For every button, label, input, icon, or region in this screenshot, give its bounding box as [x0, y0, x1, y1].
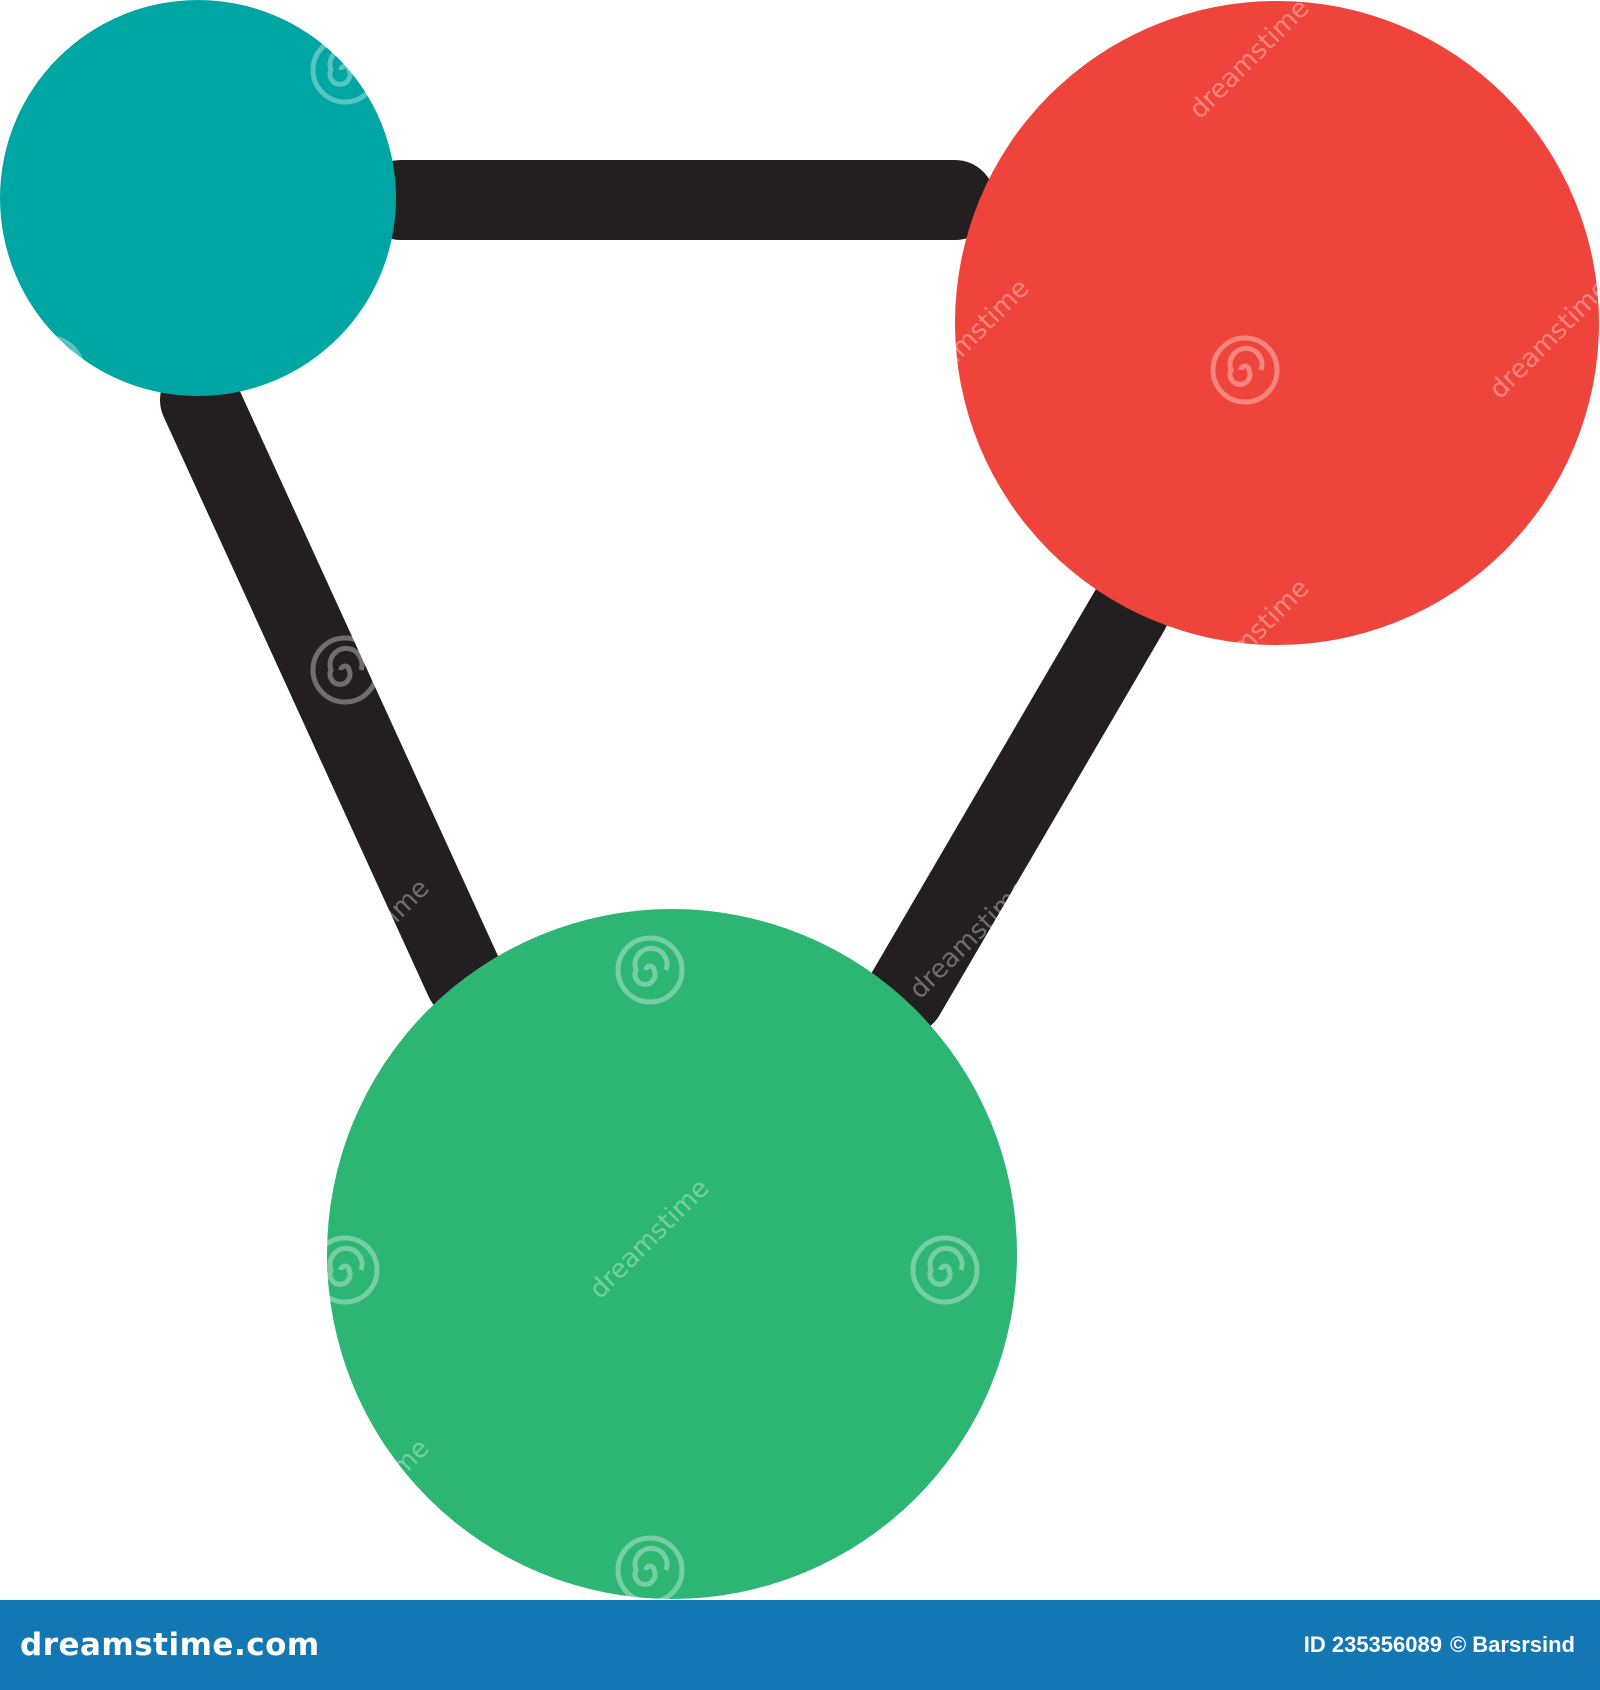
watermark-swirl-icon — [910, 1235, 980, 1305]
watermark-swirl-icon — [1510, 1235, 1580, 1305]
footer-credit: ID 235356089 © Barsrsind — [1304, 1632, 1575, 1658]
watermark-swirl-icon — [910, 635, 980, 705]
watermark-swirl-icon — [15, 935, 85, 1005]
network-graph-illustration: dreamstime dreamstime dreamstime dreamstime… — [0, 0, 1600, 1600]
watermark-swirl-icon — [15, 335, 85, 405]
image-author: © Barsrsind — [1449, 1632, 1575, 1657]
watermark-swirl-icon — [1510, 635, 1580, 705]
watermark-swirl-icon — [1210, 1535, 1280, 1600]
watermark-swirl-icon — [615, 335, 685, 405]
watermark-swirl-icon — [1210, 935, 1280, 1005]
footer-brand[interactable]: dreamstime.com — [20, 1627, 320, 1663]
image-id: ID 235356089 — [1303, 1632, 1442, 1657]
watermark-text: dreamstime — [584, 573, 716, 705]
watermark-text: dreamstime — [34, 1173, 166, 1305]
watermark-swirl-icon — [1210, 335, 1280, 405]
watermark-swirl-icon — [310, 1235, 380, 1305]
watermark-text: dreamstime — [1484, 873, 1600, 1005]
watermark-swirl-icon — [15, 1535, 85, 1600]
edge-red-green — [865, 570, 1170, 1035]
watermark-text: dreamstime — [1184, 1173, 1316, 1305]
watermark-swirl-icon — [615, 1535, 685, 1600]
watermark-swirl-icon — [615, 935, 685, 1005]
watermark-swirl-icon — [1510, 35, 1580, 105]
watermark-text: dreamstime — [34, 573, 166, 705]
teal-node — [0, 0, 396, 396]
red-node — [955, 1, 1599, 645]
watermark-text: dreamstime — [304, 1433, 436, 1565]
green-node — [327, 909, 1017, 1599]
footer-bar: dreamstime.com ID 235356089 © Barsrsind — [0, 1600, 1600, 1690]
watermark-text: dreamstime — [584, 0, 716, 125]
watermark-swirl-icon — [310, 35, 380, 105]
edge-teal-green — [160, 360, 505, 1020]
watermark-swirl-icon — [310, 635, 380, 705]
watermark-swirl-icon — [910, 35, 980, 105]
